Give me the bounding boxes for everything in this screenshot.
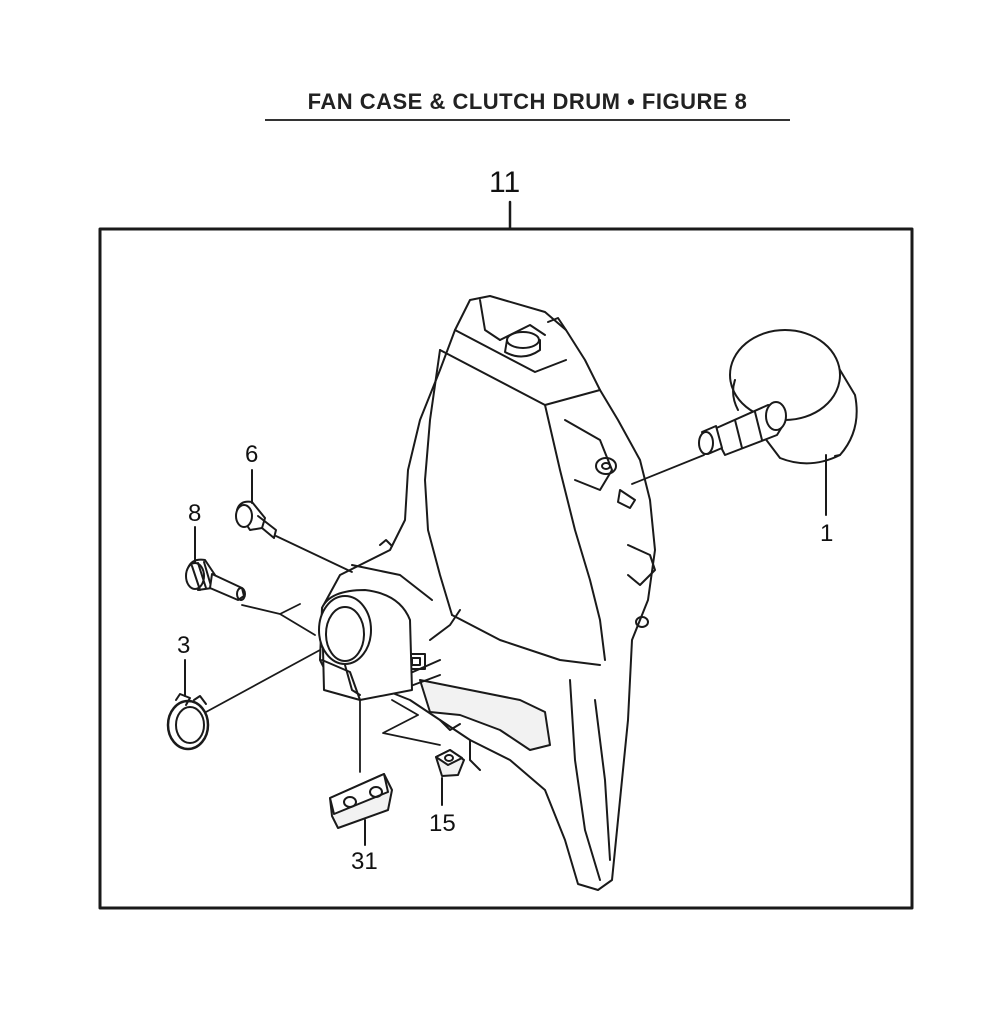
- callout-1: 1: [820, 520, 834, 547]
- fan-case: [319, 295, 656, 891]
- guide-3: [205, 649, 321, 713]
- assembly-frame: [98, 227, 914, 910]
- guide-6: [275, 535, 353, 573]
- plate-31: [329, 773, 393, 846]
- callout-6: 6: [245, 441, 259, 468]
- callout-8: 8: [188, 500, 202, 527]
- guide-8: [241, 603, 316, 636]
- square-nut-15: [435, 749, 465, 806]
- shaft-tube: [318, 564, 461, 701]
- clutch-drum: [698, 329, 858, 465]
- retaining-ring-3: [166, 659, 210, 751]
- callout-31: 31: [351, 848, 378, 875]
- callout-15: 15: [429, 810, 456, 837]
- guide-15: [382, 699, 441, 746]
- callout-3: 3: [177, 632, 191, 659]
- callout-11: 11: [489, 166, 521, 199]
- bolt-6: [235, 469, 277, 539]
- figure-title: FAN CASE & CLUTCH DRUM • FIGURE 8: [265, 88, 790, 121]
- bolt-8: [185, 526, 246, 601]
- guide-drum: [631, 454, 705, 485]
